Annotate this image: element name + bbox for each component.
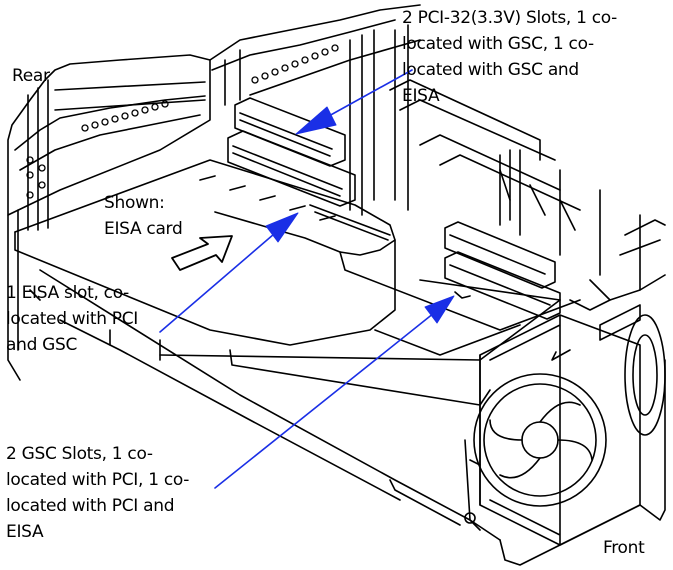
pci-callout-line [317, 69, 413, 123]
front-label: Front [603, 538, 645, 558]
rear-label: Rear [12, 66, 50, 86]
system-board [29, 251, 581, 541]
slot-bracket-strips [349, 24, 511, 226]
gsc-callout-line [214, 304, 445, 489]
callout-arrowheads [265, 106, 455, 324]
rear-connector-ports [26, 44, 339, 199]
cooling-fan [473, 304, 666, 546]
pci-callout-arrowhead [295, 106, 337, 135]
memory-modules [389, 79, 666, 311]
gsc-slots-label: 2 GSC Slots, 1 co- located with PCI, 1 c… [6, 444, 190, 542]
eisa-callout-arrowhead [265, 212, 299, 243]
gsc-slot-connectors [444, 221, 561, 320]
chassis-base [389, 439, 641, 566]
gsc-callout-arrowhead [424, 295, 455, 324]
pci-slot-connectors [227, 97, 356, 207]
eisa-card [14, 159, 396, 346]
eisa-callout-line [159, 221, 289, 333]
callout-leaders [159, 69, 445, 489]
pci-slots-label: 2 PCI-32(3.3V) Slots, 1 co- located with… [402, 8, 618, 106]
rear-bracket [7, 54, 211, 381]
eisa-slot-label: 1 EISA slot, co- located with PCI and GS… [6, 283, 139, 355]
insertion-arrow [171, 235, 233, 271]
rear-frame [209, 4, 421, 106]
shown-eisa-card-label: Shown: EISA card [104, 193, 183, 239]
